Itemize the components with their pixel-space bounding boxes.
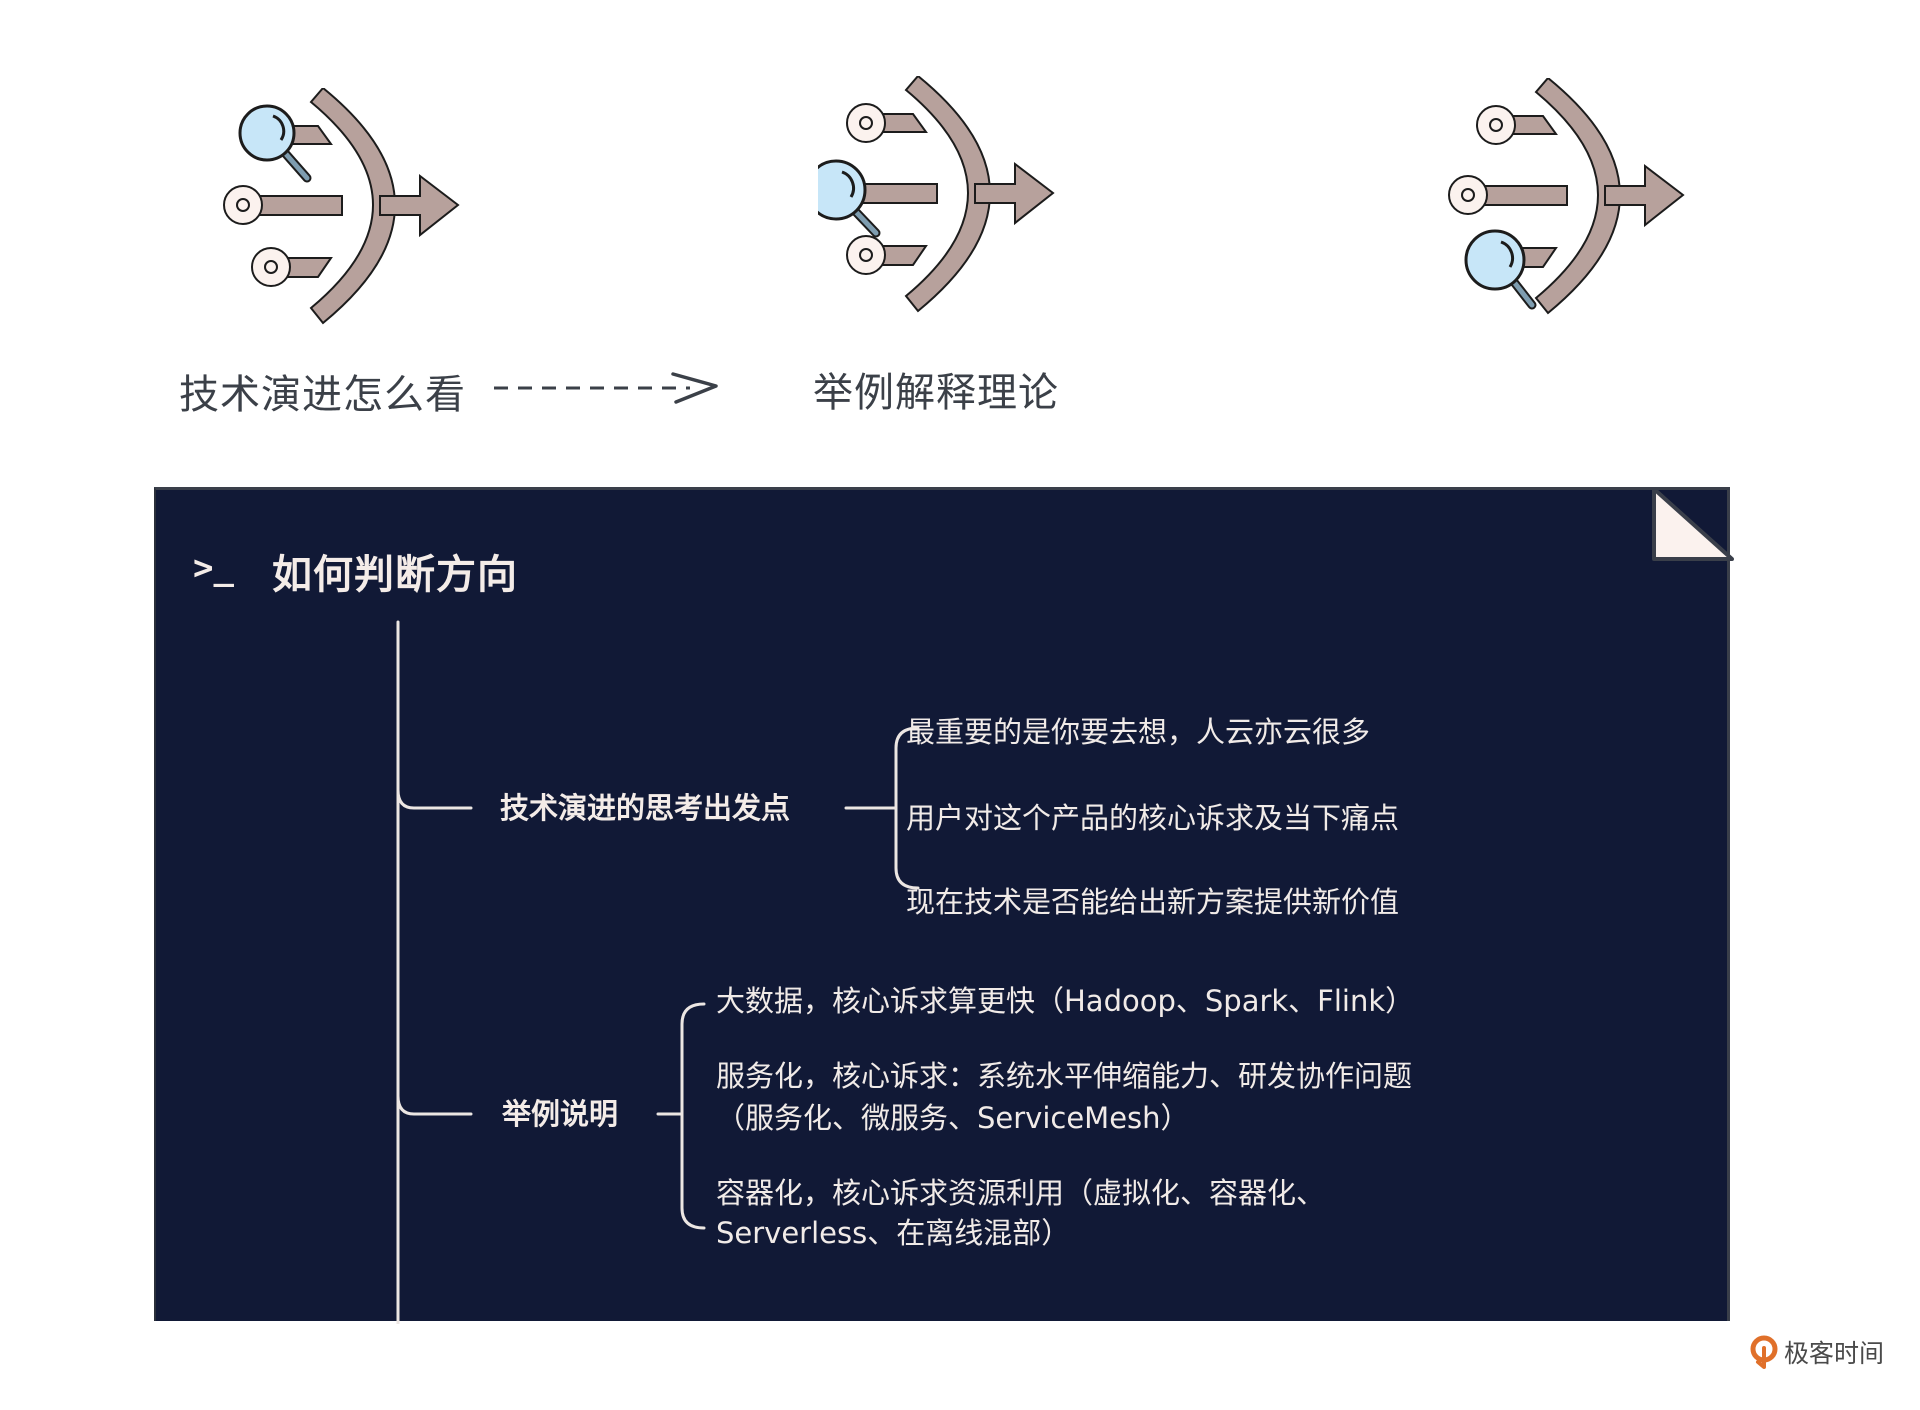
leaf-item: 服务化，核心诉求：系统水平伸缩能力、研发协作问题	[716, 1059, 1413, 1093]
panel-title: 如何判断方向	[272, 552, 518, 598]
step-label-2: 举例解释理论	[813, 370, 1059, 416]
tree-connectors	[396, 620, 920, 1324]
leaf-item-continuation: （服务化、微服务、ServiceMesh）	[716, 1101, 1190, 1135]
brand-name: 极客时间	[1784, 1339, 1885, 1368]
leaf-item: 大数据，核心诉求算更快（Hadoop、Spark、Flink）	[716, 984, 1415, 1018]
leaf-item: 用户对这个产品的核心诉求及当下痛点	[906, 801, 1400, 835]
terminal-prompt-icon: >_	[193, 548, 234, 588]
step-icon-1	[223, 87, 463, 328]
geektime-logo-icon	[1750, 1335, 1778, 1369]
funnel-magnifier-top-icon	[223, 87, 459, 324]
funnel-magnifier-middle-icon	[805, 75, 1054, 312]
step-icon-3	[1448, 77, 1688, 318]
leaf-item: 现在技术是否能给出新方案提供新价值	[906, 885, 1400, 919]
mindmap-panel: >_ 如何判断方向 技术演进的思考出发点 举例说明 最重要的是你要去想，人云亦云…	[154, 487, 1734, 1324]
step-icon-2	[805, 75, 1058, 316]
brand-logo: 极客时间	[1750, 1332, 1884, 1372]
branch-label-2: 举例说明	[502, 1097, 619, 1131]
leaf-item-continuation: Serverless、在离线混部）	[716, 1216, 1071, 1250]
dashed-arrow-icon	[494, 372, 718, 404]
funnel-magnifier-bottom-icon	[1448, 77, 1684, 314]
leaf-item: 最重要的是你要去想，人云亦云很多	[906, 715, 1371, 749]
step-label-1: 技术演进怎么看	[179, 372, 466, 418]
page-fold-icon	[1652, 487, 1734, 561]
branch-label-1: 技术演进的思考出发点	[500, 791, 791, 825]
leaf-item: 容器化，核心诉求资源利用（虚拟化、容器化、	[716, 1176, 1326, 1210]
